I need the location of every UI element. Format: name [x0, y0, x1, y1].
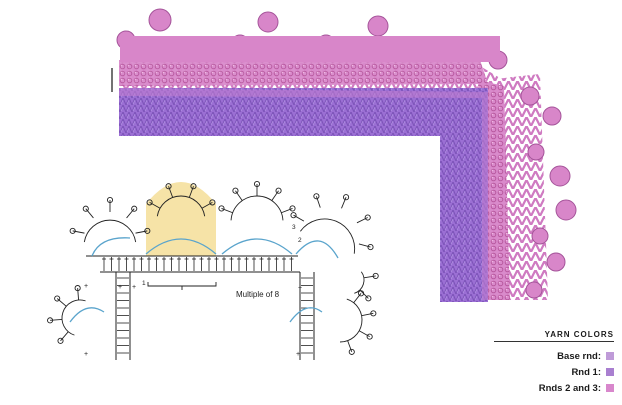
stitch-mark — [77, 288, 80, 301]
legend-swatch — [606, 368, 614, 376]
fan-arc — [156, 195, 206, 217]
legend-item-round-1: Rnd 1: — [470, 364, 620, 380]
round-number-1: 1 — [142, 280, 146, 287]
picot — [54, 295, 61, 302]
stitch-mark — [60, 331, 69, 342]
picot — [290, 212, 297, 219]
picot — [370, 310, 377, 317]
stitch-mark — [281, 208, 293, 214]
stitch-mark — [358, 243, 371, 248]
photo-purple-right-band — [440, 92, 488, 302]
picot — [343, 194, 350, 201]
legend-swatch — [606, 352, 614, 360]
picot — [366, 333, 373, 340]
chart-markers: + + + + + + — [84, 283, 302, 358]
fan-arc — [339, 298, 363, 343]
stitch-mark — [341, 197, 347, 209]
stitch-mark — [72, 230, 85, 234]
stitch-mark — [353, 293, 362, 304]
stitch-mark — [359, 289, 369, 299]
stitch-mark — [149, 202, 161, 209]
legend-title: YARN COLORS — [544, 330, 614, 339]
stitch-mark — [221, 208, 233, 214]
chart-round-2-arcs — [69, 237, 339, 323]
legend-item-label: Base rnd: — [557, 350, 601, 362]
svg-text:+: + — [118, 284, 122, 291]
picot — [367, 244, 374, 251]
stitch-mark — [85, 208, 94, 219]
svg-text:+: + — [84, 351, 88, 358]
stitch-mark — [363, 275, 376, 279]
round-number-2: 2 — [298, 237, 302, 244]
svg-text:+: + — [132, 284, 136, 291]
photo-right-picots — [520, 86, 577, 299]
picot — [232, 187, 239, 194]
stitch-mark — [358, 330, 370, 338]
photo-top-picots — [116, 8, 508, 70]
stitch-mark — [168, 186, 174, 198]
repeat-label: Multiple of 8 — [236, 290, 280, 299]
legend-item-label: Rnds 2 and 3: — [538, 382, 601, 394]
stitch-mark — [188, 186, 194, 198]
fan-arc — [300, 218, 356, 254]
legend-item-base-round: Base rnd: — [470, 348, 620, 364]
picot — [57, 337, 64, 344]
picot — [209, 199, 216, 206]
picot — [190, 183, 197, 190]
picot — [146, 199, 153, 206]
fan-arc — [83, 219, 137, 243]
stitch-mark — [201, 202, 213, 209]
picot — [74, 285, 81, 292]
picot — [348, 348, 355, 355]
stitch-mark — [56, 298, 67, 307]
stitch-mark — [50, 318, 63, 321]
chart-right-column-stitches — [301, 277, 313, 354]
picot — [106, 196, 114, 204]
fan-arc — [230, 195, 284, 221]
legend-divider — [494, 341, 614, 342]
stitch-mark — [356, 217, 368, 224]
stitch-mark — [361, 312, 374, 317]
crochet-photo — [111, 8, 577, 302]
picot — [364, 214, 371, 221]
crochet-chart: + + + + + + — [47, 180, 379, 360]
picot — [165, 183, 172, 190]
legend-item-label: Rnd 1: — [571, 366, 601, 378]
picot — [69, 227, 76, 234]
stitch-mark — [315, 196, 321, 208]
picot — [289, 205, 296, 212]
round-number-3: 3 — [292, 224, 296, 231]
legend-swatch — [606, 384, 614, 392]
stitch-mark — [126, 208, 135, 219]
stitch-mark — [135, 230, 148, 234]
chart-repeat-bracket — [147, 282, 217, 290]
fan-arc — [354, 271, 365, 294]
picot — [47, 317, 54, 324]
picot — [218, 205, 225, 212]
chart-repeat-highlight — [146, 182, 216, 256]
picot — [365, 295, 372, 302]
stitch-mark — [235, 190, 243, 201]
picot — [82, 205, 89, 212]
chart-round-3-picot-fans — [47, 180, 379, 355]
yarn-colors-legend: YARN COLORS Base rnd: Rnd 1: Rnds 2 and … — [470, 330, 620, 396]
stitch-mark — [293, 214, 305, 222]
svg-text:+: + — [84, 283, 88, 290]
picot — [313, 193, 320, 200]
photo-pink-top-band — [118, 60, 488, 86]
picot — [253, 180, 261, 188]
chart-left-column-stitches — [117, 277, 129, 354]
picot — [131, 205, 138, 212]
fan-arc — [61, 299, 86, 336]
legend-item-rounds-2-3: Rnds 2 and 3: — [470, 380, 620, 396]
picot — [144, 227, 151, 234]
picot — [275, 187, 282, 194]
picot — [372, 272, 379, 279]
svg-text:+: + — [296, 351, 300, 358]
stitch-mark — [271, 190, 279, 201]
svg-text:+: + — [298, 285, 302, 292]
stitch-mark — [347, 340, 353, 353]
chart-base-stitches — [102, 257, 294, 271]
